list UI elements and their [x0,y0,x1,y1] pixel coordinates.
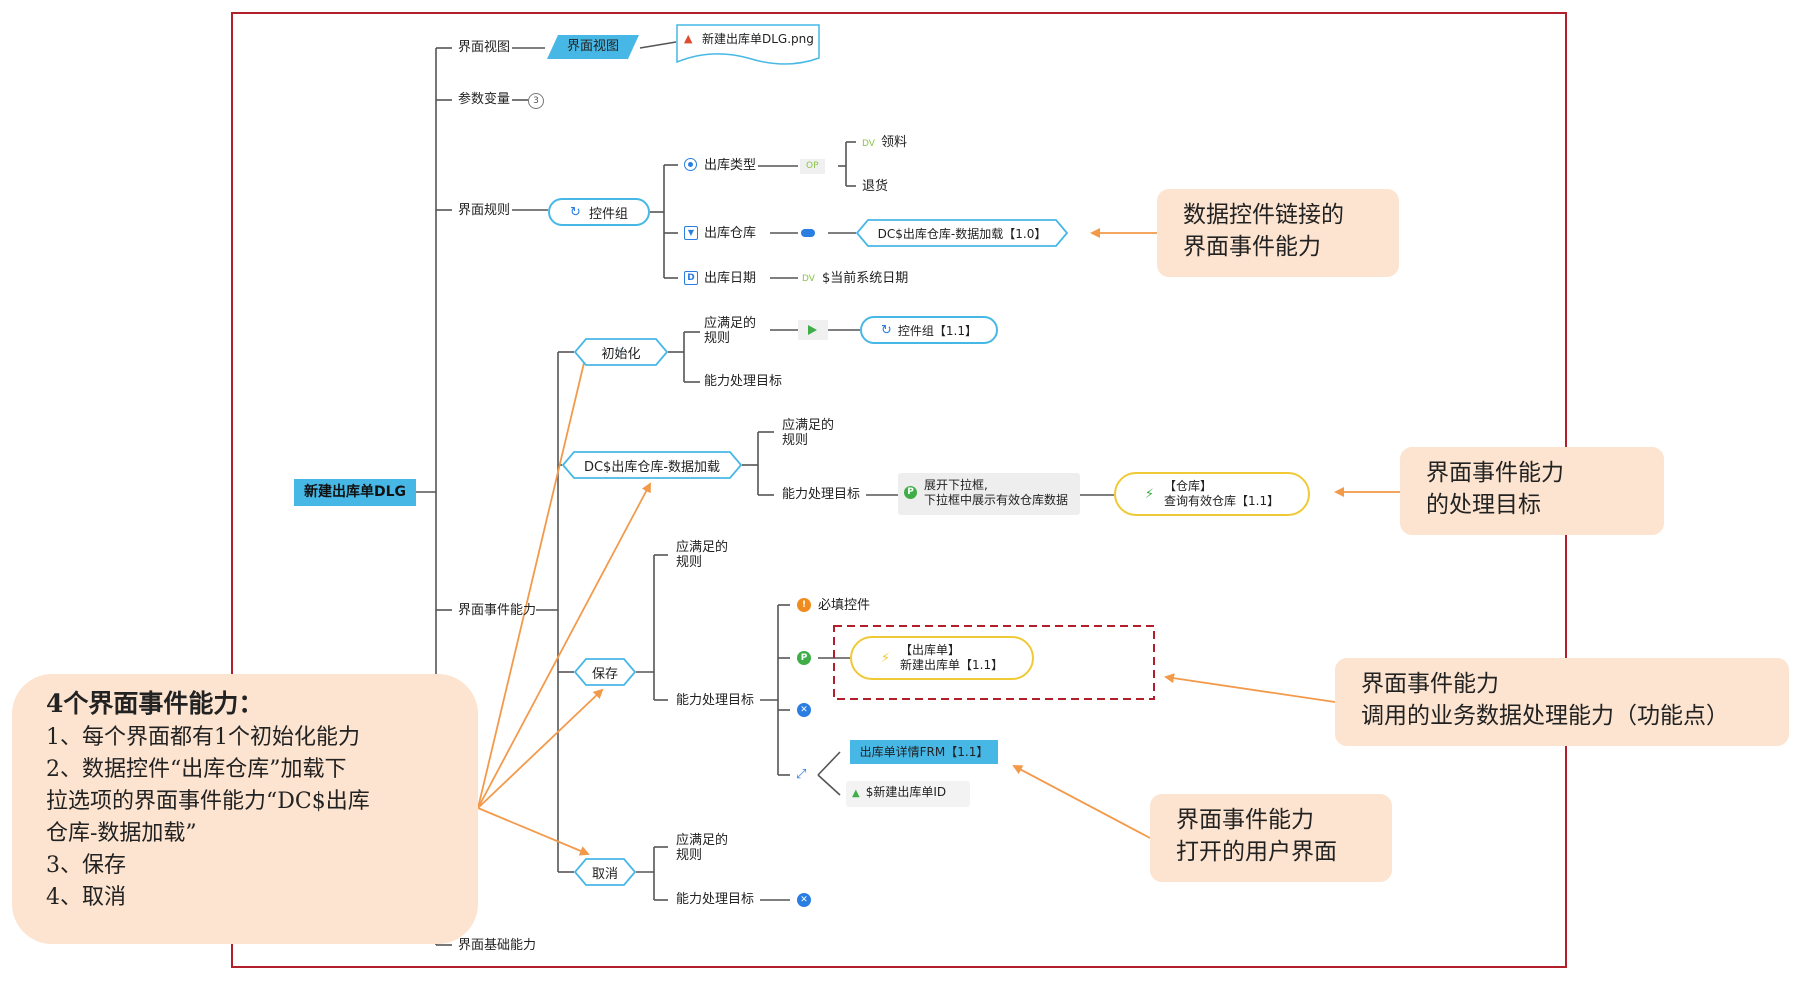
date-icon: D [684,271,698,285]
note-ui-text: 界面事件能力 打开的用户界面 [1176,807,1337,865]
dcs-link-node[interactable]: DC$出库仓库-数据加载【1.0】 [856,219,1068,247]
triangle-icon: ▲ [852,788,860,799]
close-icon: ✕ [797,703,811,717]
ui-view-file[interactable]: ▲ 新建出库单DLG.png [676,24,820,68]
note-func-text: 界面事件能力 调用的业务数据处理能力（功能点） [1361,671,1729,729]
lightning-icon: ⚡ [1144,486,1155,502]
frm-node[interactable]: 出库单详情FRM【1.1】 [850,740,998,764]
image-file-icon: ▲ [684,32,693,45]
save-label: 保存 [591,666,618,682]
cancel-label: 取消 [591,866,618,882]
note-dc-link: 数据控件链接的 界面事件能力 [1157,189,1399,277]
note-main: 4个界面事件能力： 1、每个界面都有1个初始化能力 2、数据控件“出库仓库”加载… [12,674,478,944]
root-node[interactable]: 新建出库单DLG [294,479,416,506]
ui-view-tag[interactable]: 界面视图 [546,34,640,60]
dv-tag-1: DV [862,139,875,149]
dcs-target[interactable]: 能力处理目标 [782,487,861,502]
cancel-node[interactable]: 取消 [574,858,636,886]
alert-icon: ! [797,598,811,612]
option-return[interactable]: 退货 [862,179,889,194]
required-node[interactable]: 必填控件 [818,598,871,613]
dcs-link-label: DC$出库仓库-数据加载【1.0】 [877,226,1047,241]
param-label: $新建出库单ID [865,785,947,799]
swirl-icon-2: ↻ [881,322,892,338]
root-label: 新建出库单DLG [303,484,407,500]
dcs-func-node[interactable]: ⚡ 【仓库】 查询有效仓库【1.1】 [1114,472,1310,516]
dropdown-icon: ▼ [684,226,698,240]
note-ui: 界面事件能力 打开的用户界面 [1150,794,1392,882]
save-target[interactable]: 能力处理目标 [676,693,755,708]
cancel-target[interactable]: 能力处理目标 [676,892,755,907]
branch-params[interactable]: 参数变量 [458,92,511,107]
note-target: 界面事件能力 的处理目标 [1400,447,1664,535]
expand-icon: ⤢ [796,767,807,782]
branch-events[interactable]: 界面事件能力 [458,603,537,618]
dcs-event-node[interactable]: DC$出库仓库-数据加载 [562,451,742,479]
out-date-node[interactable]: 出库日期 [704,271,757,286]
note-main-title: 4个界面事件能力： [46,689,264,718]
p-icon-2: P [797,651,811,665]
branch-ui-view[interactable]: 界面视图 [458,40,511,55]
swirl-icon: ↻ [570,204,581,220]
close-icon-2: ✕ [797,893,811,907]
frm-label: 出库单详情FRM【1.1】 [859,745,989,759]
save-node[interactable]: 保存 [574,658,636,686]
out-warehouse-node[interactable]: 出库仓库 [704,226,757,241]
save-func-label: 【出库单】 新建出库单【1.1】 [900,643,1004,672]
info-icon: i [619,345,623,359]
control-group-node[interactable]: ↻ 控件组 [548,198,650,226]
ui-view-tag-label: 界面视图 [566,39,619,54]
init-target[interactable]: 能力处理目标 [704,374,783,389]
params-count-badge[interactable]: 3 [528,93,544,109]
option-material[interactable]: 领料 [881,135,908,150]
dcs-func-label: 【仓库】 查询有效仓库【1.1】 [1164,479,1280,508]
branch-ui-rules[interactable]: 界面规则 [458,203,511,218]
dv-tag-2: DV [802,274,815,284]
branch-base-ability[interactable]: 界面基础能力 [458,938,537,953]
note-dc-link-text: 数据控件链接的 界面事件能力 [1183,202,1344,260]
lightning-icon-2: ⚡ [880,650,891,666]
dcs-rules[interactable]: 应满足的 规则 [782,418,835,448]
cancel-rules[interactable]: 应满足的 规则 [676,833,729,863]
radio-icon [684,158,697,171]
dcs-desc-node[interactable]: P 展开下拉框, 下拉框中展示有效仓库数据 [898,473,1080,515]
init-rules[interactable]: 应满足的 规则 [704,316,757,346]
op-tag: OP [800,159,825,174]
ui-view-file-label: 新建出库单DLG.png [702,32,814,46]
save-rules[interactable]: 应满足的 规则 [676,540,729,570]
sys-date-node[interactable]: $当前系统日期 [822,271,909,286]
dcs-event-label: DC$出库仓库-数据加载 [583,459,721,475]
note-func: 界面事件能力 调用的业务数据处理能力（功能点） [1335,658,1789,746]
play-icon [798,320,828,340]
note-target-text: 界面事件能力 的处理目标 [1426,460,1564,518]
note-main-body: 1、每个界面都有1个初始化能力 2、数据控件“出库仓库”加载下 拉选项的界面事件… [46,725,370,910]
init-label: 初始化 [601,346,641,362]
param-node[interactable]: ▲ $新建出库单ID [846,781,970,807]
save-func-node[interactable]: ⚡ 【出库单】 新建出库单【1.1】 [850,636,1034,680]
control-group-label: 控件组 [588,206,628,222]
p-icon: P [904,486,917,499]
init-link-node[interactable]: ↻ 控件组【1.1】 [860,316,998,344]
dcs-desc-label: 展开下拉框, 下拉框中展示有效仓库数据 [924,478,1069,507]
link-icon [801,229,815,237]
init-link-label: 控件组【1.1】 [897,323,977,338]
params-count: 3 [533,96,539,106]
out-type-node[interactable]: 出库类型 [704,158,757,173]
